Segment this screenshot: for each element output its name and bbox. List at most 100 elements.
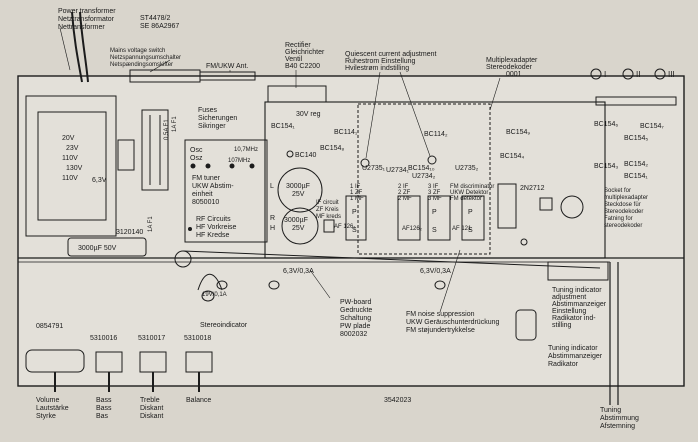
lbl-u2735: U2735₁ [362,165,386,172]
lbl-socket-4: Stereodekoder [604,209,643,215]
lbl-noise-3: FM støjundertrykkelse [406,327,475,334]
fuse-block [141,109,169,191]
transformer-body [25,95,117,237]
lbl-tadj-2: adjustment [552,294,586,301]
bulb-left [216,280,228,290]
lbl-63-a: 6,3V/0,3A [283,268,314,275]
lbl-mains-1: Mains voltage switch [110,48,165,54]
trim-pot-3 [520,238,528,246]
lbl-rf-3: HF Kredse [196,232,230,239]
lbl-bc140: BC140 [295,152,317,159]
lbl-power-3: Nettransformer [58,24,105,31]
lbl-code: 3542023 [384,397,411,404]
lbl-circle-1: I [604,70,606,79]
if-can-2 [397,195,421,241]
leader-transformer [59,27,71,71]
lbl-pw-5: 8002032 [340,331,367,338]
lbl-fm-ant: FM/UKW Ant. [206,63,248,70]
lbl-volume-2: Lautstärke [36,405,69,412]
lbl-bc154-2: BC154₂ [624,161,648,168]
lbl-tind-2: Abstimmanzeiger [548,353,603,360]
lbl-osz: Osz [190,155,203,162]
lbl-p2: P [432,209,437,216]
lbl-if-1: IF circuit [316,200,339,206]
lbl-treble-2: Diskant [140,405,163,412]
lbl-rect-3: Ventil [285,56,303,63]
lbl-cap-r-1: R [270,215,275,222]
lbl-socket-3: Steckdose für [604,202,641,208]
lbl-s1: S [352,227,357,234]
lbl-fuses-3: Sikringer [198,123,226,130]
fm-ant-socket [199,71,256,81]
tuning-indicator-tube [515,309,537,341]
lbl-stereo-bulb: 19V/0,1A [202,292,227,298]
lbl-s2: S [432,227,437,234]
lbl-u2735-2: U2735₂ [455,165,479,172]
lbl-socket-5: Fatning for [604,216,633,222]
chassis-outline [17,75,685,387]
lbl-fuses-2: Sicherungen [198,115,237,122]
lbl-volume-3: Styrke [36,413,56,420]
tuner-dot-2 [205,163,211,169]
lbl-quiescent-2: Ruhestrom Einstellung [345,58,416,65]
lbl-tadj-1: Tuning indicator [552,287,602,294]
lbl-pw-1: PW-board [340,299,371,306]
lbl-model-1: ST4478/2 [140,15,170,22]
lbl-part-3: 5310018 [184,335,211,342]
lbl-fuse-1: 1A F1 [172,116,178,132]
lbl-part-2: 5310017 [138,335,165,342]
lbl-volume-1: Volume [36,397,59,404]
lbl-2n2712: 2N2712 [520,185,545,192]
lbl-circle-2: II [636,70,640,79]
lbl-tadj-4: Einstellung [552,308,586,315]
lbl-multiplex-2: Stereodekoder [486,64,533,71]
trim-pot-2 [427,155,437,165]
bc140-pin [286,150,294,158]
lbl-bc154-5: BC154₅ [624,135,648,142]
bulb-mid [268,280,280,290]
lbl-f1: 10,7MHz [234,147,258,153]
lbl-tind-3: Radikator [548,361,579,368]
lbl-tuner-4: 8050010 [192,199,219,206]
lbl-disc-3: FM detektor [450,196,482,202]
lbl-power-1: Power transformer [58,8,116,15]
lbl-cap-l-3: 25V [292,191,305,198]
lbl-u2734-2: U2734₂ [412,173,436,180]
lbl-v-130: 130V [66,165,83,172]
lbl-if-3: MF kreds [316,214,341,220]
lbl-cap: 3000µF 50V [78,245,117,252]
power-cord-2 [79,11,89,83]
lbl-reg: 30V reg [296,111,321,118]
lbl-af126-2: AF126₂ [402,226,423,232]
power-cord-1 [71,11,83,83]
leader-multiplex [489,77,501,111]
lbl-bc154-9: BC154₉ [506,129,530,136]
leader-pwboard [309,269,331,299]
lbl-bc154-1: BC154₁ [271,123,295,130]
lbl-v-63: 6,3V [92,177,107,184]
lbl-if1-3: 1 MF [350,196,364,202]
multiplex-socket [560,195,584,219]
lbl-bc154-3: BC154₃ [594,163,618,170]
lbl-if1-1: 1 IF [350,184,361,190]
lbl-multiplex-1: Multiplexadapter [486,57,538,64]
lbl-rect-1: Rectifier [285,42,311,49]
lbl-v-110b: 110V [62,175,78,182]
lbl-mains-2: Netzspannungsumschalter [110,55,181,61]
if-strip-dashed [357,103,491,255]
lbl-s3: S [468,227,473,234]
lbl-treble-1: Treble [140,397,160,404]
lbl-if2-1: 2 IF [398,184,409,190]
cord-loop [197,273,223,291]
lbl-treble-3: Diskant [140,413,163,420]
if-can-4 [461,195,485,241]
lbl-v-20: 20V [62,135,75,142]
socket-circle-3 [654,68,666,80]
stereo-bulb [201,290,215,302]
lbl-bc154-7: BC154₇ [640,123,664,130]
lbl-bass-3: Bas [96,413,109,420]
lbl-tadj-6: stilling [552,322,572,329]
transformer-core [37,111,107,221]
lbl-0854791: 0854791 [36,323,63,330]
